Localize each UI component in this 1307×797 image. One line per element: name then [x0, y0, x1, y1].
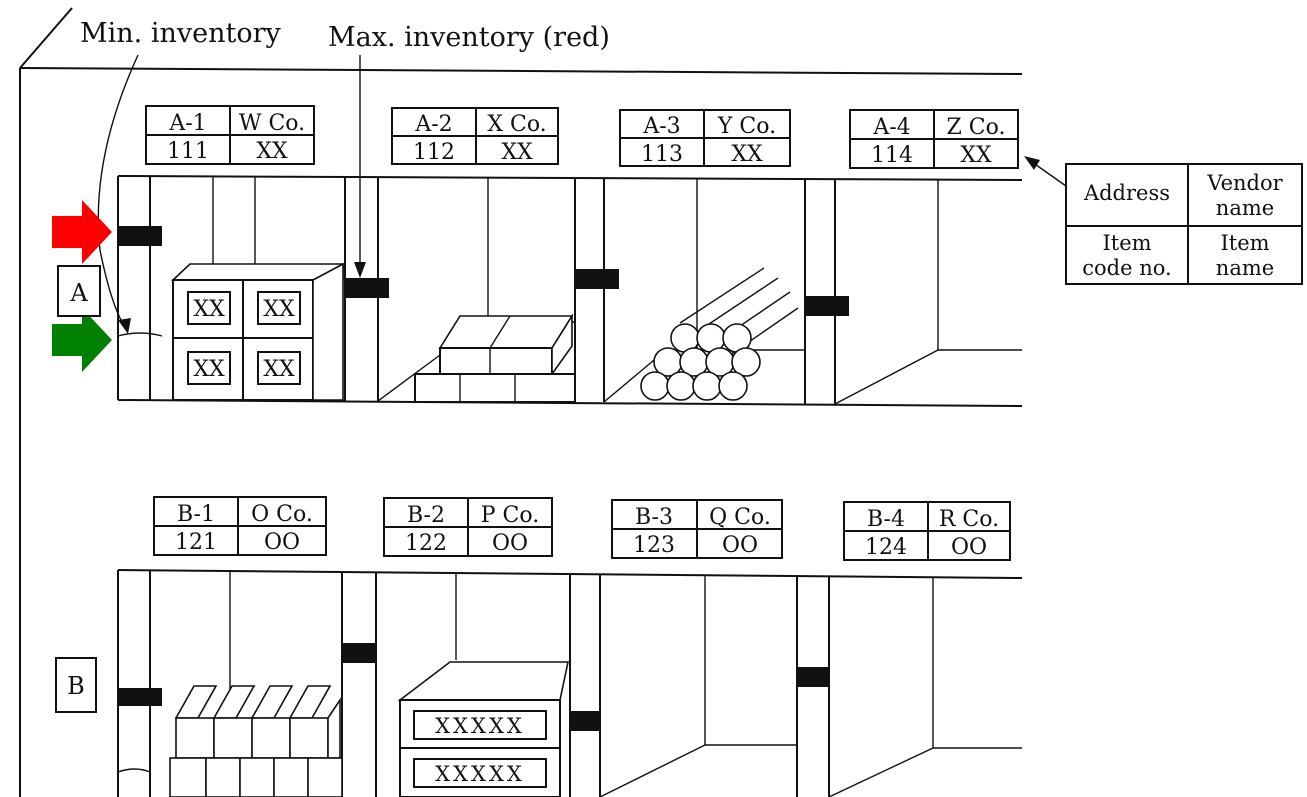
bin-location: B-2: [407, 503, 445, 528]
row-b-label: B: [67, 672, 85, 700]
legend-vendor-line1: Vendor: [1206, 171, 1283, 195]
legend-code-line1: Item: [1102, 231, 1151, 255]
bin-a3-contents: [641, 268, 798, 400]
vendor-name: W Co.: [239, 111, 305, 136]
level-marker: [342, 643, 376, 663]
item-name: OO: [492, 531, 528, 556]
bin-location: A-4: [872, 115, 910, 140]
vendor-name: Z Co.: [947, 115, 1006, 140]
item-code: 123: [633, 533, 675, 558]
vendor-name: R Co.: [939, 507, 999, 532]
legend-pointer-arrowhead: [1024, 156, 1040, 170]
item-name: OO: [264, 530, 300, 555]
legend-address: Address: [1083, 181, 1170, 205]
box-label: XXXXX: [435, 762, 525, 786]
level-marker: [345, 278, 389, 298]
min-inventory-label: Min. inventory: [80, 18, 281, 49]
box-label: XX: [263, 357, 295, 382]
vendor-name: O Co.: [251, 502, 313, 527]
level-marker: [118, 688, 162, 706]
vendor-name: Q Co.: [709, 505, 771, 530]
bin-location: B-3: [635, 505, 673, 530]
bin-b2-contents: XXXXX XXXXX: [400, 662, 568, 797]
max-inventory-leader-arrowhead: [354, 262, 366, 278]
min-inventory-leader-arrowhead: [118, 318, 131, 334]
item-code: 124: [865, 535, 907, 560]
item-code: 121: [175, 530, 217, 555]
level-marker: [797, 667, 829, 687]
legend-item-line2: name: [1216, 256, 1274, 280]
level-marker: [805, 296, 849, 316]
box-label: XX: [263, 297, 295, 322]
vendor-name: P Co.: [481, 503, 539, 528]
vendor-name: Y Co.: [717, 114, 776, 139]
item-code: 111: [167, 139, 209, 164]
level-marker: [575, 269, 619, 289]
bin-label-a4: A-4 Z Co. 114 XX: [850, 110, 1018, 168]
item-name: OO: [722, 533, 758, 558]
legend-vendor-line2: name: [1216, 196, 1274, 220]
bin-location: B-1: [177, 502, 215, 527]
legend-code-line2: code no.: [1082, 256, 1171, 280]
bin-label-legend: Address Vendor name Item code no. Item n…: [1066, 164, 1302, 284]
bin-label-b3: B-3 Q Co. 123 OO: [612, 500, 782, 558]
item-code: 122: [405, 531, 447, 556]
bin-label-a2: A-2 X Co. 112 XX: [392, 108, 558, 165]
bin-label-a1: A-1 W Co. 111 XX: [146, 106, 314, 164]
bin-location: A-3: [642, 114, 680, 139]
max-inventory-label: Max. inventory (red): [328, 22, 610, 53]
bin-b1-contents: [170, 686, 342, 797]
item-name: OO: [951, 535, 987, 560]
legend-item-line1: Item: [1220, 231, 1269, 255]
min-inventory-marker-arrow: [52, 308, 112, 372]
level-marker: [118, 226, 162, 246]
legend-pointer: [1032, 162, 1066, 186]
box-label: XX: [193, 357, 225, 382]
item-name: XX: [960, 143, 992, 168]
item-name: XX: [501, 140, 533, 165]
item-name: XX: [731, 142, 763, 167]
bin-location: A-1: [168, 111, 206, 136]
bin-label-b2: B-2 P Co. 122 OO: [384, 498, 552, 556]
item-code: 113: [641, 142, 683, 167]
bin-location: A-2: [414, 112, 452, 137]
item-name: XX: [256, 139, 288, 164]
vendor-name: X Co.: [487, 112, 546, 137]
bin-a2-contents: [415, 316, 575, 402]
bin-label-b4: B-4 R Co. 124 OO: [844, 502, 1010, 560]
box-label: XXXXX: [435, 714, 525, 738]
item-code: 112: [413, 140, 455, 165]
item-code: 114: [871, 143, 913, 168]
bin-location: B-4: [867, 507, 905, 532]
bin-a1-contents: XX XX XX XX: [173, 264, 343, 400]
row-a-label: A: [69, 279, 88, 307]
bin-label-a3: A-3 Y Co. 113 XX: [620, 110, 790, 167]
box-label: XX: [193, 297, 225, 322]
max-inventory-marker-arrow: [52, 200, 112, 264]
level-marker: [570, 711, 600, 731]
bin-label-b1: B-1 O Co. 121 OO: [154, 497, 326, 555]
